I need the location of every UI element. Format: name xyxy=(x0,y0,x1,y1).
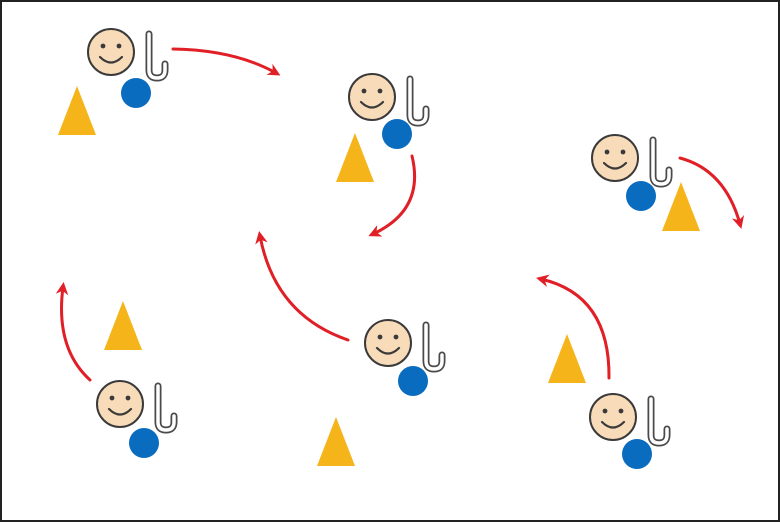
hockey-stick-icon xyxy=(647,395,671,447)
player xyxy=(589,393,671,469)
players-layer xyxy=(87,28,673,469)
cone-icon xyxy=(548,334,586,383)
smiley-face-icon xyxy=(348,73,396,121)
hockey-stick-icon xyxy=(145,30,169,82)
ball-icon xyxy=(129,428,159,458)
hockey-stick-icon xyxy=(154,382,178,434)
player xyxy=(364,319,446,396)
movement-arrow-icon xyxy=(55,282,92,382)
ball-icon xyxy=(382,119,412,149)
movement-arrow-icon xyxy=(536,274,611,380)
movement-arrow-icon xyxy=(368,154,417,237)
hockey-stick-icon xyxy=(649,136,673,188)
player xyxy=(348,73,430,149)
arrows-layer xyxy=(55,47,745,382)
cone-icon xyxy=(58,86,96,135)
ball-icon xyxy=(121,78,151,108)
movement-arrow-icon xyxy=(678,156,745,229)
smiley-face-icon xyxy=(364,319,412,367)
cone-icon xyxy=(317,417,355,466)
player xyxy=(87,28,169,108)
cone-icon xyxy=(336,133,374,182)
hockey-stick-icon xyxy=(422,321,446,373)
smiley-face-icon xyxy=(96,380,144,428)
hockey-stick-icon xyxy=(406,75,430,127)
smiley-face-icon xyxy=(591,134,639,182)
player xyxy=(591,134,673,211)
ball-icon xyxy=(398,366,428,396)
cones-layer xyxy=(58,86,700,466)
movement-arrow-icon xyxy=(171,47,281,76)
smiley-face-icon xyxy=(589,393,637,441)
cone-icon xyxy=(662,182,700,231)
ball-icon xyxy=(622,439,652,469)
smiley-face-icon xyxy=(87,28,135,76)
ball-icon xyxy=(626,181,656,211)
player xyxy=(96,380,178,458)
movement-arrow-icon xyxy=(255,231,350,342)
cone-icon xyxy=(104,301,142,350)
